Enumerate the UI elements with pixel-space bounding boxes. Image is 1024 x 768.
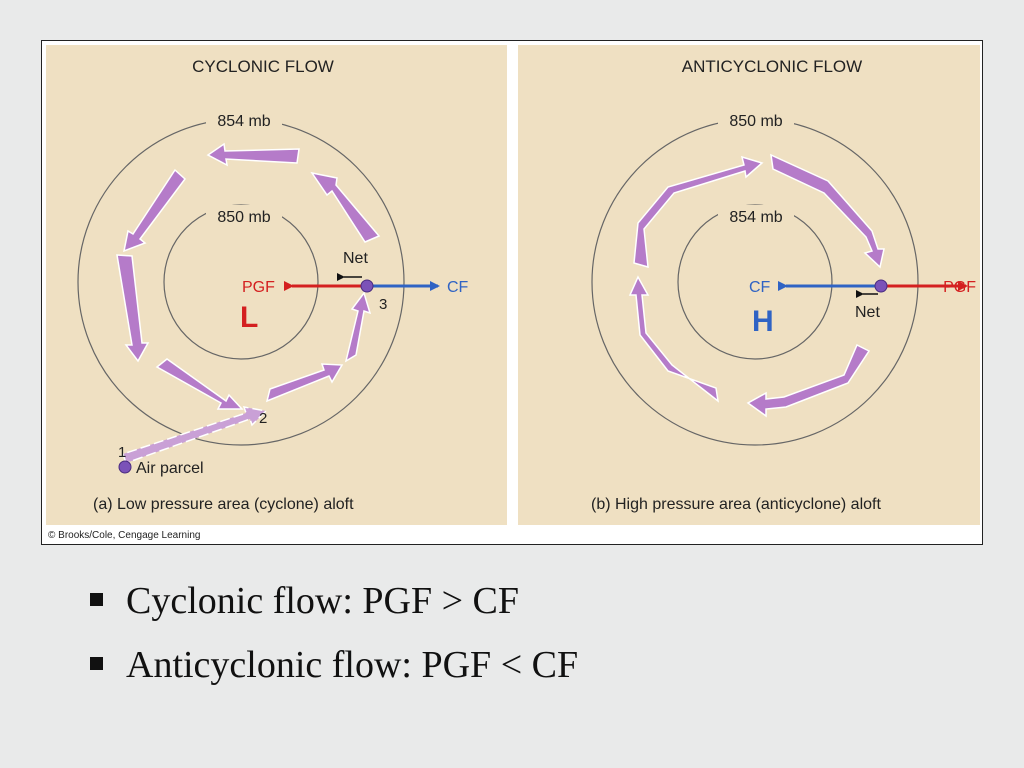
flow-arrow <box>746 343 871 418</box>
bullet-item: Anticyclonic flow: PGF < CF <box>90 639 578 703</box>
panel-anticyclonic: ANTICYCLONIC FLOW 850 mb 854 mb CF PGF N… <box>518 45 980 525</box>
flow-arrows <box>628 153 885 418</box>
cf-label: CF <box>447 279 469 296</box>
bullet-square-icon <box>90 657 103 670</box>
flow-arrow <box>122 168 187 253</box>
pgf-label: PGF <box>943 279 976 296</box>
panel-b-caption: (b) High pressure area (anticyclone) alo… <box>591 496 881 513</box>
bullet-text: Anticyclonic flow: PGF < CF <box>126 644 579 686</box>
inner-isobar-label: 850 mb <box>217 209 270 226</box>
point-2-label: 2 <box>259 410 267 427</box>
cyclonic-diagram: CYCLONIC FLOW 854 mb 850 mb <box>77 57 469 513</box>
copyright-credit: © Brooks/Cole, Cengage Learning <box>48 530 201 541</box>
flow-arrow <box>628 275 720 403</box>
bullet-text: Cyclonic flow: PGF > CF <box>126 580 520 622</box>
low-center-label: L <box>240 301 258 334</box>
air-parcel-dot <box>874 279 888 293</box>
flow-arrow <box>155 358 244 410</box>
flow-arrow <box>310 171 381 243</box>
panel-a-title: CYCLONIC FLOW <box>192 57 334 76</box>
bullet-item: Cyclonic flow: PGF > CF <box>90 575 578 639</box>
cf-label: CF <box>749 279 771 296</box>
outer-isobar-label: 850 mb <box>729 113 782 130</box>
net-label: Net <box>343 250 368 267</box>
outer-isobar-label: 854 mb <box>217 113 270 130</box>
flow-arrow <box>265 363 344 403</box>
flow-arrow <box>633 155 764 269</box>
bullet-square-icon <box>90 593 103 606</box>
panel-cyclonic: CYCLONIC FLOW 854 mb 850 mb <box>46 45 507 525</box>
panel-b-title: ANTICYCLONIC FLOW <box>682 57 862 76</box>
point-3-label: 3 <box>379 296 387 313</box>
flow-arrow <box>206 142 300 167</box>
inner-isobar-label: 854 mb <box>729 209 782 226</box>
air-parcel-dot-3 <box>360 279 374 293</box>
net-label: Net <box>855 304 880 321</box>
high-center-label: H <box>752 305 774 338</box>
parcel-path-arrow <box>122 406 268 464</box>
point-1-label: 1 <box>118 444 126 461</box>
flow-arrow <box>116 254 150 363</box>
anticyclonic-diagram: ANTICYCLONIC FLOW 850 mb 854 mb CF PGF N… <box>591 57 976 513</box>
inner-isobar-circle <box>163 204 319 360</box>
bullet-list: Cyclonic flow: PGF > CF Anticyclonic flo… <box>90 575 578 703</box>
panel-a-caption: (a) Low pressure area (cyclone) aloft <box>93 496 354 513</box>
flow-arrow <box>770 153 885 269</box>
air-parcel-label: Air parcel <box>136 460 204 477</box>
pgf-label: PGF <box>242 279 275 296</box>
figure: CYCLONIC FLOW 854 mb 850 mb <box>41 40 983 545</box>
flow-arrows <box>116 142 381 464</box>
air-parcel-dot <box>118 460 132 474</box>
flow-arrow <box>344 291 372 363</box>
